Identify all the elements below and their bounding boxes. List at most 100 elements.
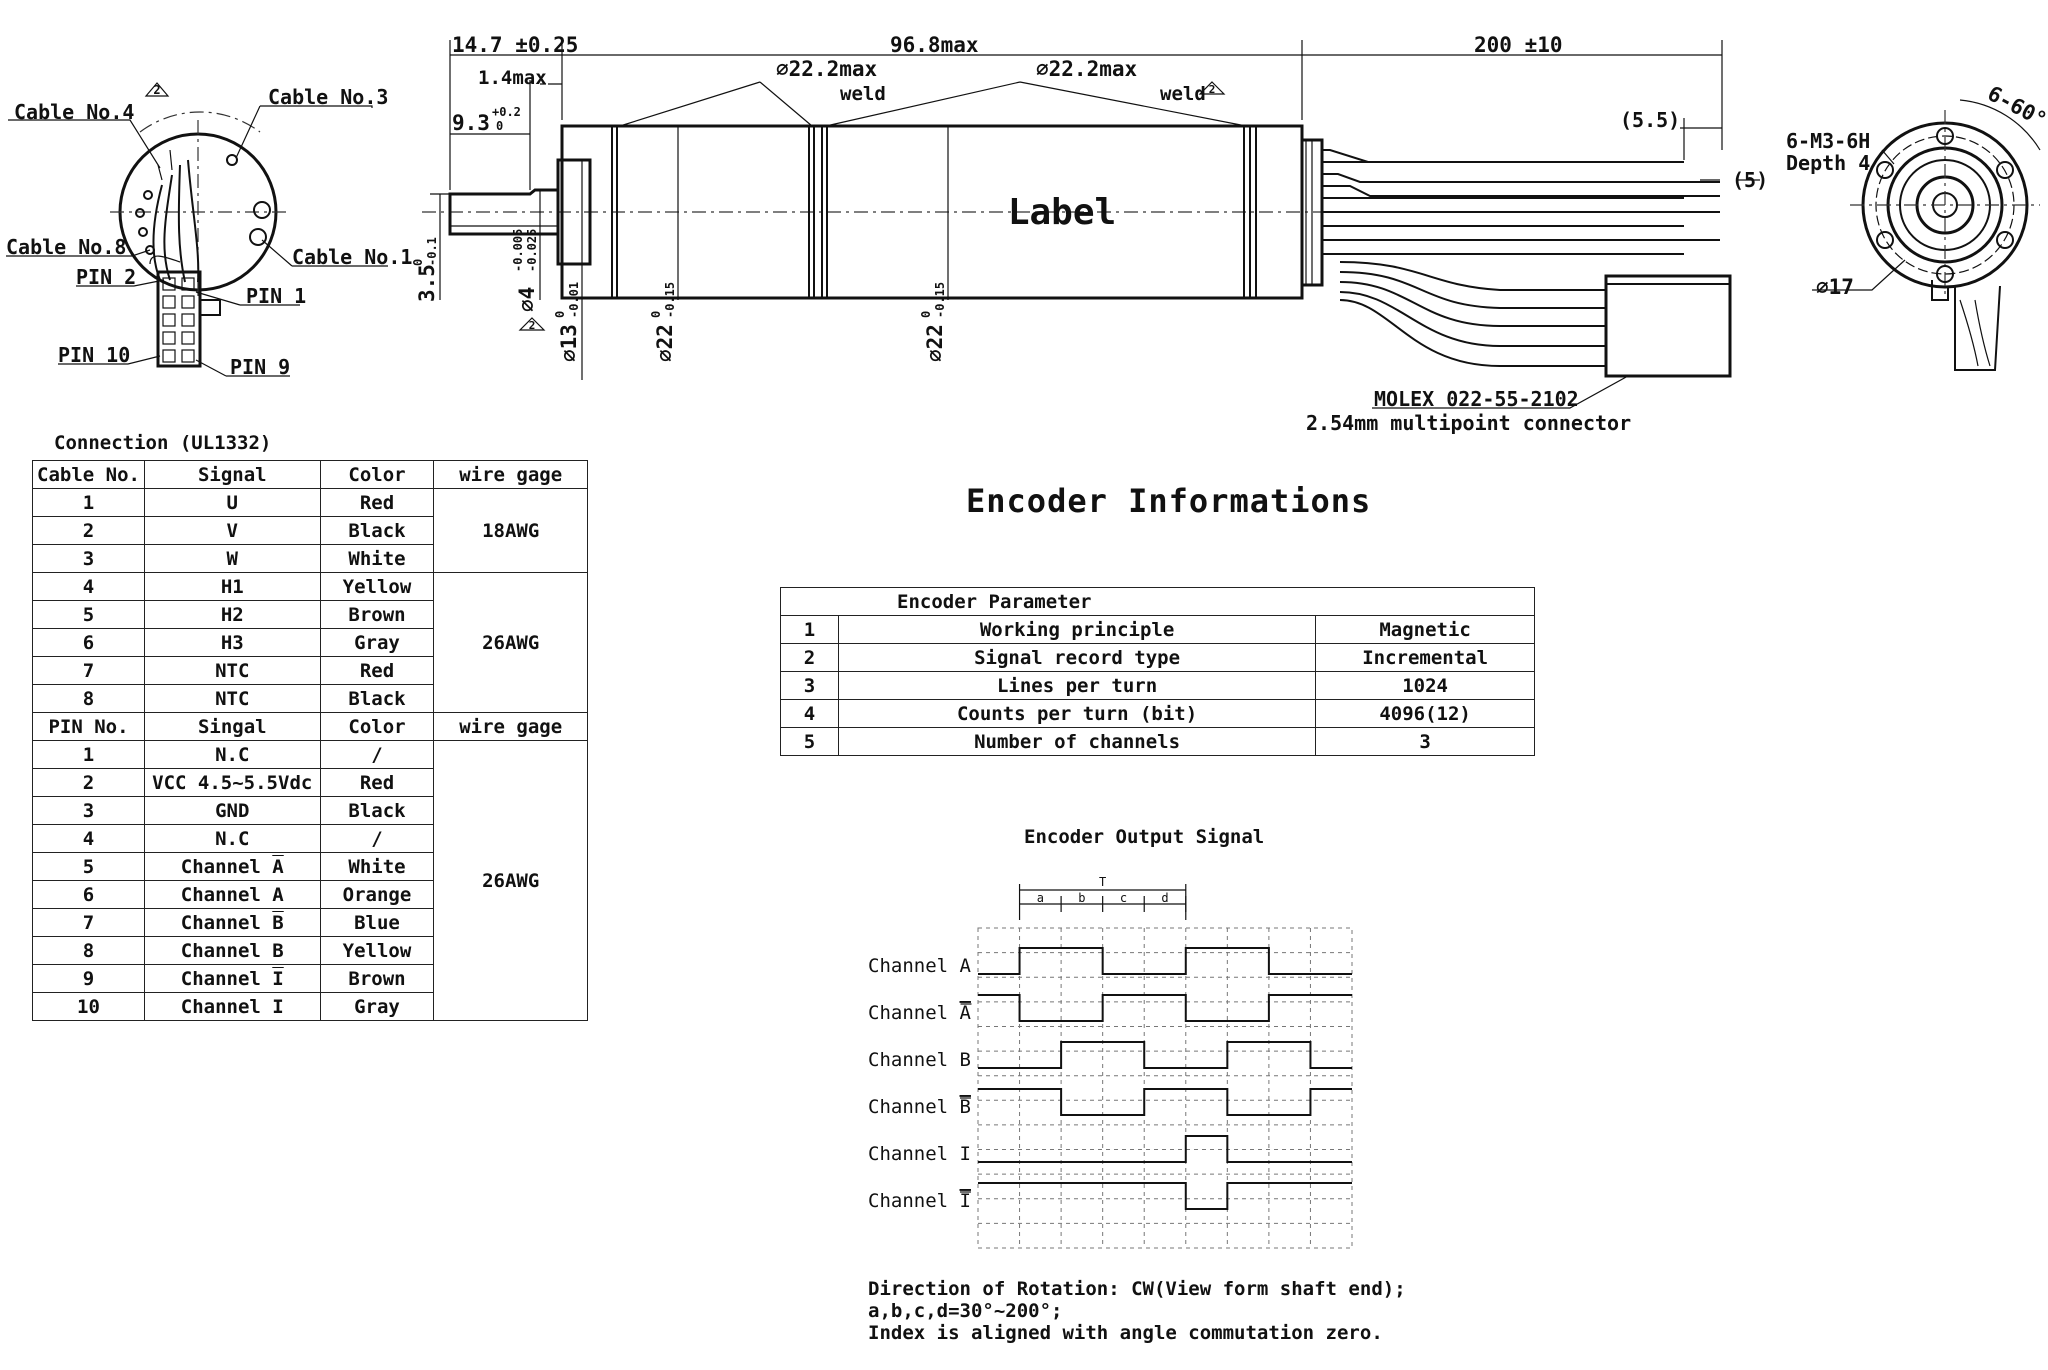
dim-shaft-flat-tol-top: +0.2 <box>492 105 521 119</box>
waveform-4 <box>978 1088 1352 1116</box>
cell-color: Black <box>319 684 435 713</box>
channel-label: Channel B <box>868 1049 971 1071</box>
dim-body-diameter-2-tol-top: 0 <box>919 311 933 318</box>
dim-body-length: 96.8max <box>890 33 979 57</box>
label-pin-10: PIN 10 <box>58 343 130 367</box>
channel-label: Channel I <box>868 1143 971 1165</box>
label-cable-3: Cable No.3 <box>268 85 388 109</box>
header-color: Color <box>319 460 435 489</box>
dim-pilot-diameter-tol-top: 0 <box>553 311 567 318</box>
cell-signal: N.C <box>143 824 321 853</box>
cell-no: 7 <box>32 656 145 685</box>
encoder-title: Encoder Informations <box>966 482 1372 520</box>
label-cable-8: Cable No.8 <box>6 235 126 259</box>
cell-signal: GND <box>143 796 321 825</box>
cell-signal: VCC 4.5~5.5Vdc <box>143 768 321 797</box>
cell-gage: 26AWG <box>433 740 588 1021</box>
cell-signal: W <box>143 544 321 573</box>
cell-no: 4 <box>32 572 145 601</box>
dim-bolt-circle: ⌀17 <box>1816 275 1854 299</box>
dim-shaft-diameter-tol-top: -0.005 <box>511 229 525 272</box>
signal-overline: B <box>272 911 284 934</box>
cell-no: 4 <box>780 699 839 728</box>
note-mark-top: 2 <box>153 83 160 97</box>
table-row: 2 Signal record type Incremental <box>780 643 1535 672</box>
cell-no: 6 <box>32 880 145 909</box>
front-end-view: 6-M3-6H Depth 4 ⌀17 6-60° <box>1786 81 2048 371</box>
dim-weld-diameter-1: ⌀22.2max <box>776 57 878 81</box>
label-pin-2: PIN 2 <box>76 265 136 289</box>
cell-signal: NTC <box>143 684 321 713</box>
table-row: 1 N.C / 26AWG <box>32 740 588 1021</box>
label-pin-9: PIN 9 <box>230 355 290 379</box>
table-row: 3 W White <box>32 544 588 573</box>
segment-label: b <box>1078 891 1085 905</box>
cell-signal: N.C <box>143 740 321 769</box>
cell-signal: H1 <box>143 572 321 601</box>
cell-no: 3 <box>32 544 145 573</box>
waveform-1 <box>978 947 1352 975</box>
table-row: 5 Number of channels 3 <box>780 727 1535 756</box>
cell-color: Brown <box>319 964 435 993</box>
connection-table: Cable No. Signal Color wire gage 1 U Red… <box>32 460 588 1021</box>
dim-flat-height-tol-top: 0 <box>411 259 425 266</box>
waveform-3 <box>978 1041 1352 1069</box>
cell-signal: Channel A <box>143 880 321 909</box>
connector-part-number: MOLEX 022-55-2102 <box>1374 387 1579 411</box>
cell-no: 6 <box>32 628 145 657</box>
channel-label: Channel I <box>868 1190 971 1212</box>
cell-no: 8 <box>32 684 145 713</box>
cell-signal: U <box>143 488 321 517</box>
cell-name: Working principle <box>837 615 1317 644</box>
dim-hole-depth: Depth 4 <box>1786 151 1870 175</box>
dim-pilot-diameter: ⌀13 <box>557 324 581 362</box>
cell-color: Gray <box>319 628 435 657</box>
rear-end-view: 2 Cable No.4 Cable No.3 Cable No.8 Cable… <box>6 82 412 379</box>
connector-description: 2.54mm multipoint connector <box>1306 411 1631 435</box>
cell-color: Red <box>319 656 435 685</box>
cell-signal: V <box>143 516 321 545</box>
table-row: 2 VCC 4.5~5.5Vdc Red <box>32 768 588 797</box>
cell-no: 5 <box>32 852 145 881</box>
cell-signal: H2 <box>143 600 321 629</box>
label-text: Label <box>1008 192 1116 233</box>
signal-overline: A <box>272 855 284 878</box>
table-row: 4 Counts per turn (bit) 4096(12) <box>780 699 1535 728</box>
waveform-5 <box>978 1135 1352 1163</box>
segment-label: a <box>1037 891 1044 905</box>
cell-value: 3 <box>1315 727 1535 756</box>
note-line: Index is aligned with angle commutation … <box>868 1322 1383 1344</box>
signal-prefix: Channel <box>180 855 273 878</box>
connection-caption: Connection (UL1332) <box>54 432 272 454</box>
dim-shaft-diameter-tol-bot: -0.025 <box>525 229 539 272</box>
cell-signal: Channel B <box>143 936 321 965</box>
table-row: 10 Channel I Gray <box>32 992 588 1021</box>
table-row: Cable No. Signal Color wire gage <box>32 460 588 489</box>
cell-color: Black <box>319 796 435 825</box>
cell-no: 5 <box>32 600 145 629</box>
table-row: 1 Working principle Magnetic <box>780 615 1535 644</box>
dim-body-diameter-1: ⌀22 <box>653 324 677 362</box>
table-row: PIN No. Singal Color wire gage <box>32 712 588 741</box>
header-singal: Singal <box>143 712 321 741</box>
cell-color: Brown <box>319 600 435 629</box>
channel-label: Channel B <box>868 1096 971 1118</box>
channel-overline: I <box>960 1190 971 1212</box>
cell-no: 8 <box>32 936 145 965</box>
motor-side-view: Label 14.7 ±0.25 96.8max 200 ±10 1.4max … <box>411 33 1768 435</box>
cell-signal: Channel B <box>143 908 321 937</box>
dim-lead-length: 200 ±10 <box>1474 33 1563 57</box>
header-cable-no: Cable No. <box>32 460 145 489</box>
channel-overline: B <box>960 1096 971 1118</box>
table-row: 4 H1 Yellow 26AWG <box>32 572 588 713</box>
cell-color: / <box>319 740 435 769</box>
cell-color: White <box>319 852 435 881</box>
cell-no: 1 <box>780 615 839 644</box>
table-row: 5 Channel A White <box>32 852 588 881</box>
weld-note-mark: 2 <box>1209 83 1216 96</box>
dim-body-diameter-1-tol-bot: -0.15 <box>663 282 677 318</box>
dim-shaft-flat-tol-bot: 0 <box>496 119 503 133</box>
cell-name: Lines per turn <box>837 671 1317 700</box>
header-color: Color <box>319 712 435 741</box>
